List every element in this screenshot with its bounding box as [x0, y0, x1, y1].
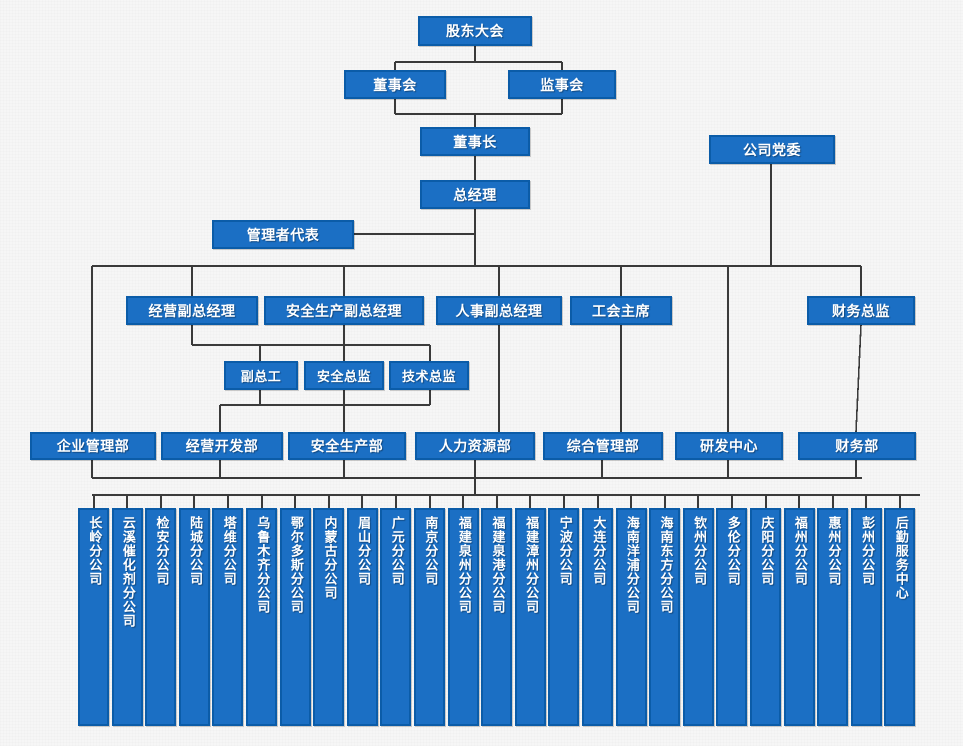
branch-company-label: 乌鲁木齐分公司 — [254, 516, 270, 614]
branch-company-label: 云溪催化剂分公司 — [119, 516, 135, 628]
branch-company-label: 南京分公司 — [422, 516, 438, 586]
branch-company-label: 陆城分公司 — [187, 516, 203, 586]
node-general-manager[interactable]: 总经理 — [420, 180, 530, 209]
node-executive-cfo[interactable]: 财务总监 — [807, 296, 915, 325]
branch-company-label: 鄂尔多斯分公司 — [287, 516, 303, 614]
node-branch-company[interactable]: 内蒙古分公司 — [313, 508, 345, 726]
branch-company-label: 多伦分公司 — [724, 516, 740, 586]
branch-company-label: 长岭分公司 — [86, 516, 102, 586]
node-branch-company[interactable]: 福建泉港分公司 — [481, 508, 513, 726]
branch-company-label: 彭州分公司 — [859, 516, 875, 586]
node-management-representative[interactable]: 管理者代表 — [212, 220, 354, 249]
branch-company-label: 海南东方分公司 — [657, 516, 673, 614]
node-party-committee[interactable]: 公司党委 — [709, 135, 835, 164]
node-branch-company[interactable]: 后勤服务中心 — [884, 508, 916, 726]
node-department-general-management[interactable]: 综合管理部 — [543, 432, 663, 460]
node-executive-operations-vgm[interactable]: 经营副总经理 — [126, 296, 258, 325]
node-branch-company[interactable]: 南京分公司 — [414, 508, 445, 726]
branch-company-label: 后勤服务中心 — [892, 516, 908, 600]
branch-company-label: 惠州分公司 — [825, 516, 841, 586]
node-branch-company[interactable]: 广元分公司 — [380, 508, 412, 726]
node-branch-company[interactable]: 海南洋浦分公司 — [615, 508, 647, 726]
node-branch-company[interactable]: 陆城分公司 — [178, 508, 210, 726]
branch-company-label: 福建漳州分公司 — [523, 516, 539, 614]
branch-company-label: 钦州分公司 — [691, 516, 707, 586]
node-department-finance[interactable]: 财务部 — [798, 432, 916, 460]
node-board-of-supervisors[interactable]: 监事会 — [508, 70, 616, 99]
node-branch-company[interactable]: 乌鲁木齐分公司 — [246, 508, 277, 726]
node-director-safety[interactable]: 安全总监 — [304, 361, 384, 390]
node-chairman[interactable]: 董事长 — [420, 127, 530, 156]
node-branch-company[interactable]: 鄂尔多斯分公司 — [279, 508, 311, 726]
branch-company-label: 内蒙古分公司 — [321, 516, 337, 600]
node-branch-company[interactable]: 宁波分公司 — [548, 508, 580, 726]
node-department-enterprise-management[interactable]: 企业管理部 — [30, 432, 156, 460]
node-executive-safety-production-vgm[interactable]: 安全生产副总经理 — [264, 296, 424, 325]
branch-company-label: 庆阳分公司 — [758, 516, 774, 586]
branch-company-label: 塔维分公司 — [220, 516, 236, 586]
node-branch-company[interactable]: 海南东方分公司 — [649, 508, 681, 726]
node-branch-company[interactable]: 庆阳分公司 — [750, 508, 781, 726]
node-branch-company[interactable]: 大连分公司 — [582, 508, 613, 726]
node-director-technology[interactable]: 技术总监 — [389, 361, 469, 390]
branch-company-label: 福建泉港分公司 — [489, 516, 505, 614]
node-branch-company[interactable]: 福建漳州分公司 — [514, 508, 546, 726]
branch-company-label: 检安分公司 — [153, 516, 169, 586]
node-branch-company[interactable]: 检安分公司 — [145, 508, 177, 726]
branch-company-label: 眉山分公司 — [355, 516, 371, 586]
branch-company-label: 海南洋浦分公司 — [623, 516, 639, 614]
branch-company-label: 福建泉州分公司 — [455, 516, 471, 614]
branch-company-label: 大连分公司 — [590, 516, 606, 586]
node-shareholders-meeting[interactable]: 股东大会 — [418, 16, 532, 46]
node-branch-company[interactable]: 福州分公司 — [783, 508, 815, 726]
branch-company-label: 福州分公司 — [791, 516, 807, 586]
node-branch-company[interactable]: 彭州分公司 — [850, 508, 882, 726]
node-department-rd-center[interactable]: 研发中心 — [675, 432, 783, 460]
node-executive-hr-vgm[interactable]: 人事副总经理 — [436, 296, 562, 325]
node-department-safety-production[interactable]: 安全生产部 — [288, 432, 406, 460]
node-branch-company[interactable]: 塔维分公司 — [212, 508, 244, 726]
node-department-human-resources[interactable]: 人力资源部 — [415, 432, 535, 460]
node-executive-union-chairman[interactable]: 工会主席 — [570, 296, 672, 325]
branch-company-label: 广元分公司 — [388, 516, 404, 586]
node-branch-company[interactable]: 长岭分公司 — [78, 508, 109, 726]
node-branch-company[interactable]: 福建泉州分公司 — [447, 508, 479, 726]
node-branch-company[interactable]: 云溪催化剂分公司 — [111, 508, 143, 726]
node-branch-company[interactable]: 眉山分公司 — [346, 508, 378, 726]
branch-company-label: 宁波分公司 — [556, 516, 572, 586]
node-board-of-directors[interactable]: 董事会 — [344, 70, 446, 99]
node-department-operation-development[interactable]: 经营开发部 — [161, 432, 283, 460]
node-branch-company[interactable]: 多伦分公司 — [716, 508, 748, 726]
node-branch-company[interactable]: 钦州分公司 — [682, 508, 714, 726]
node-director-deputy-chief-engineer[interactable]: 副总工 — [224, 361, 298, 390]
node-branch-company[interactable]: 惠州分公司 — [817, 508, 849, 726]
